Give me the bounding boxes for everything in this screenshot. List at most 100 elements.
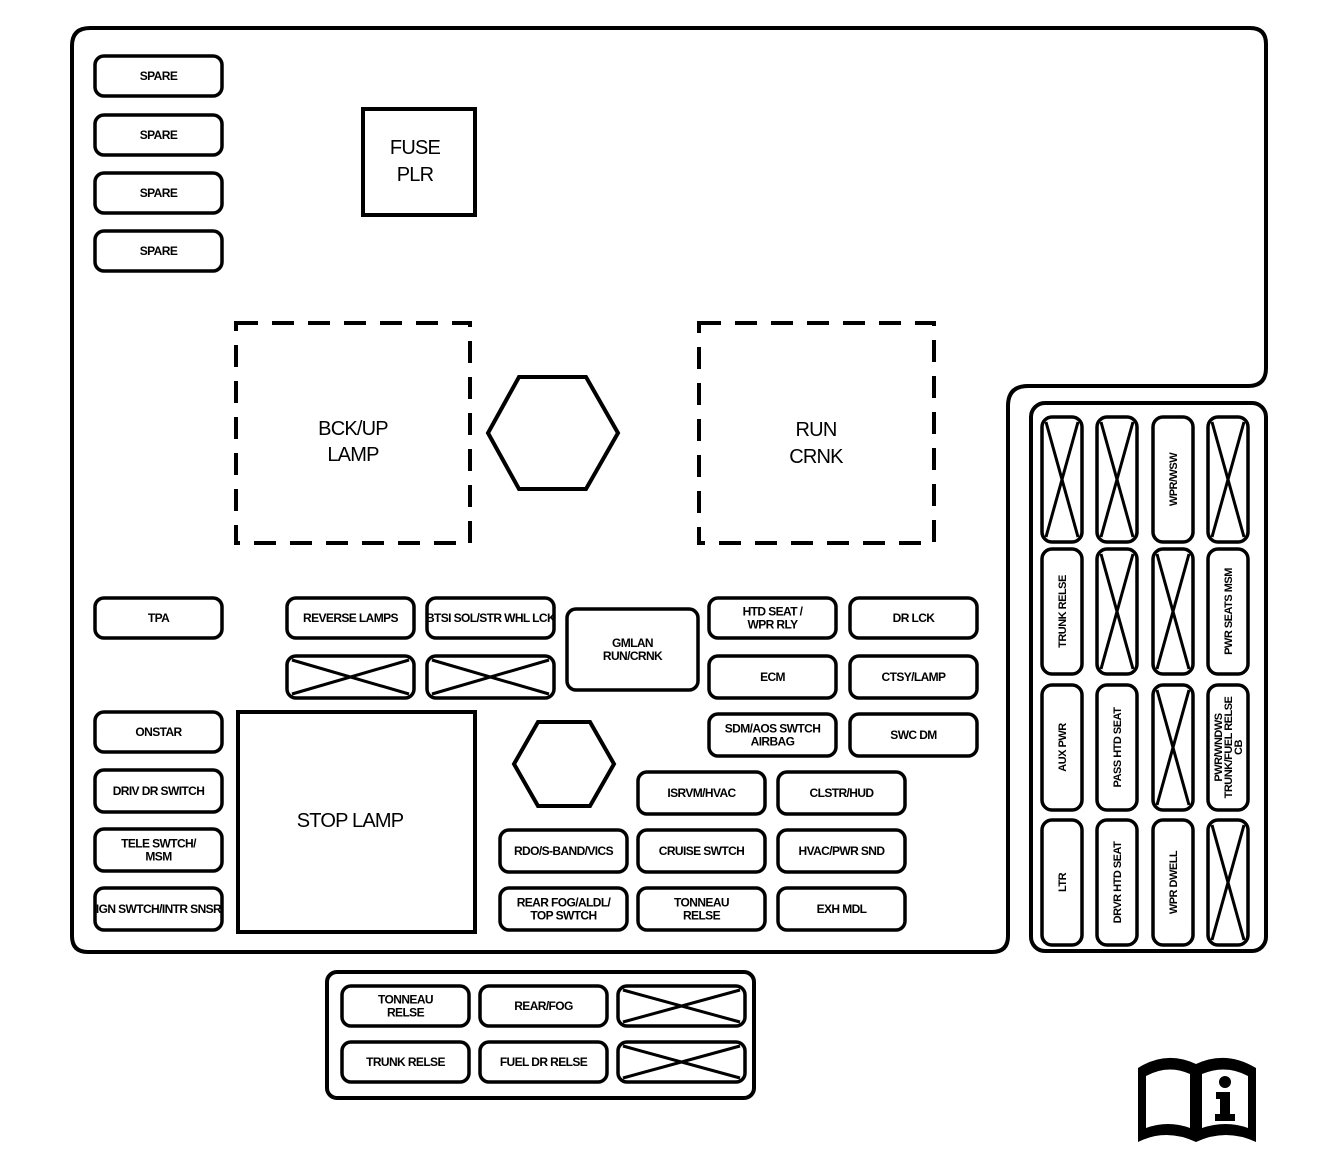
fuse-htd-seat: HTD SEAT /WPR RLY (707, 596, 838, 640)
fuse-isrvm-outline (636, 770, 767, 816)
fuse-exh-mdl-outline (776, 886, 907, 932)
empty-fuse-slot-1-outline (285, 654, 416, 700)
fuse-exh-mdl-label-1: EXH MDL (817, 902, 867, 916)
fuse-trunk-relse-2-outline (340, 1040, 471, 1084)
run-crank-relay-label-line2: CRNK (789, 446, 844, 468)
fuse-swc-dm-label-1: SWC DM (890, 728, 937, 742)
fuse-tpa: TPA (93, 596, 224, 640)
empty-fuse-slot-5-cross-b (1044, 421, 1080, 538)
fuse-sdm-outline (707, 712, 838, 758)
book-info-icon (1138, 1057, 1256, 1142)
fuse-pwr-wndws-label-2: TRUNK/FUEL RELSE (1223, 696, 1235, 798)
fuse-ecm-outline (707, 654, 838, 700)
fuse-wpr-wsw-label-1: WPR/WSW (1168, 452, 1180, 506)
fuse-htd-seat-outline (707, 596, 838, 640)
fuse-trunk-relse-outline (1040, 547, 1084, 676)
fuse-rdo-outline (498, 828, 629, 874)
fuse-spare2: SPARE (93, 113, 224, 157)
fuse-pwr-seats-msm-label-1: PWR SEATS MSM (1223, 568, 1235, 655)
fuse-drv-dr-switch-outline (93, 768, 224, 814)
fuse-rear-fog-outline (478, 984, 609, 1028)
main-panel-outline (70, 26, 1268, 954)
bottom-fuse-panel (325, 970, 756, 1100)
fuse-rear-fog-label-1: REAR/FOG (514, 999, 573, 1013)
fuse-onstar-outline (93, 710, 224, 754)
empty-fuse-slot-1-cross-b (291, 658, 410, 696)
fuse-cruise-label-1: CRUISE SWTCH (659, 844, 744, 858)
empty-fuse-slot-9 (1151, 547, 1195, 676)
empty-fuse-slot-3 (616, 984, 747, 1028)
fuse-aux-pwr: AUX PWR (1040, 683, 1084, 812)
empty-fuse-slot-1 (285, 654, 416, 700)
empty-fuse-slot-4 (616, 1040, 747, 1084)
fuse-gmlan-label-1: GMLAN (612, 636, 653, 650)
fuse-ctsy-lamp: CTSY/LAMP (848, 654, 979, 700)
fuse-wpr-dwell-outline (1151, 818, 1195, 947)
fuse-fuel-dr-relse-label-1: FUEL DR RELSE (500, 1055, 588, 1069)
stop-lamp-relay (236, 710, 477, 934)
fuse-wpr-wsw: WPR/WSW (1151, 415, 1195, 544)
fuse-clstr-outline (776, 770, 907, 816)
fuse-pwr-seats-msm: PWR SEATS MSM (1206, 547, 1250, 676)
empty-fuse-slot-7-outline (1206, 415, 1250, 544)
fuse-tonneau-relse-label-2: RELSE (683, 909, 721, 923)
fuse-hvac-pwr-outline (776, 828, 907, 874)
fuse-isrvm-label-1: ISRVM/HVAC (667, 786, 736, 800)
hex-bolt-lower (511, 720, 617, 808)
fuse-ltr-label-group: LTR (1057, 872, 1069, 892)
fuse-drvr-htd-seat-outline (1095, 818, 1139, 947)
empty-fuse-slot-7-cross-b (1210, 421, 1246, 538)
fuse-gmlan-label-2: RUN/CRNK (603, 649, 663, 663)
fuse-ctsy-lamp-label-1: CTSY/LAMP (882, 670, 947, 684)
fuse-dr-lck-outline (848, 596, 979, 640)
fuse-pwr-wndws-label-3: CB (1233, 740, 1245, 755)
fuse-dr-lck-label-1: DR LCK (893, 611, 936, 625)
fuse-drvr-htd-seat-label-group: DRVR HTD SEAT (1112, 841, 1124, 923)
fuse-trunk-relse: TRUNK RELSE (1040, 547, 1084, 676)
fuse-tonneau-relse-2-label-1: TONNEAU (378, 993, 433, 1007)
fuse-pass-htd-seat-outline (1095, 683, 1139, 812)
fuse-dr-lck: DR LCK (848, 596, 979, 640)
empty-fuse-slot-6 (1095, 415, 1139, 544)
fuse-spare3: SPARE (93, 171, 224, 215)
fuse-htd-seat-label-1: HTD SEAT / (743, 605, 804, 619)
fuse-swc-dm-outline (848, 712, 979, 758)
empty-fuse-slot-11 (1206, 818, 1250, 947)
fuse-aux-pwr-outline (1040, 683, 1084, 812)
fuse-puller-label-line2: PLR (397, 164, 434, 186)
backup-lamp-relay-label-line1: BCK/UP (318, 418, 388, 440)
empty-fuse-slot-2-cross-b (431, 658, 550, 696)
fuse-ign-swtch-outline (93, 886, 224, 932)
fuse-isrvm: ISRVM/HVAC (636, 770, 767, 816)
fuse-rear-fog-aldl-outline (498, 886, 629, 932)
empty-fuse-slot-9-cross-b (1155, 553, 1191, 670)
fuse-pass-htd-seat-label-group: PASS HTD SEAT (1112, 707, 1124, 788)
hex-bolt-upper (485, 375, 621, 491)
fuse-ign-swtch-label-1: IGN SWTCH/INTR SNSR (96, 902, 222, 916)
empty-fuse-slot-2 (425, 654, 556, 700)
fuse-ign-swtch: IGN SWTCH/INTR SNSR (93, 886, 224, 932)
fuse-puller (361, 107, 477, 217)
fuse-pass-htd-seat-label-1: PASS HTD SEAT (1112, 707, 1124, 788)
fuse-rdo: RDO/S-BAND/VICS (498, 828, 629, 874)
empty-fuse-slot-10-cross-b (1155, 689, 1191, 806)
fuse-spare3-outline (93, 171, 224, 215)
fuse-rear-fog-aldl-label-1: REAR FOG/ALDL/ (517, 896, 612, 910)
fuse-pwr-seats-msm-outline (1206, 547, 1250, 676)
fuse-tele-swtch-label-1: TELE SWTCH/ (121, 837, 197, 851)
fuse-rear-fog-aldl: REAR FOG/ALDL/TOP SWTCH (498, 886, 629, 932)
fuse-hvac-pwr: HVAC/PWR SND (776, 828, 907, 874)
empty-fuse-slot-2-outline (425, 654, 556, 700)
empty-fuse-slot-11-outline (1206, 818, 1250, 947)
fuse-clstr: CLSTR/HUD (776, 770, 907, 816)
fuse-swc-dm: SWC DM (848, 712, 979, 758)
empty-fuse-slot-3-cross-b (622, 988, 741, 1024)
fuse-ltr: LTR (1040, 818, 1084, 947)
fuse-tpa-outline (93, 596, 224, 640)
fuse-wpr-dwell: WPR DWELL (1151, 818, 1195, 947)
empty-fuse-slot-8 (1095, 547, 1139, 676)
fuse-spare1-outline (93, 54, 224, 98)
